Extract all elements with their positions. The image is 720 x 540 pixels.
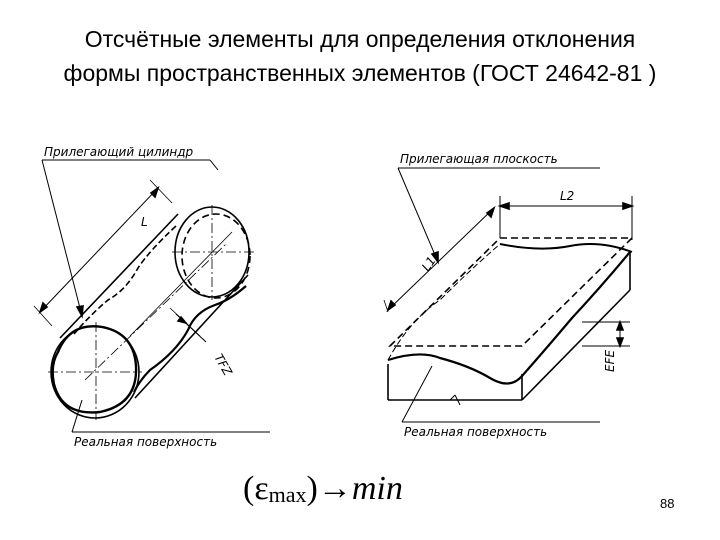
cylinder-side-top — [59, 213, 179, 339]
formula-open-paren: ( — [243, 470, 255, 507]
cylinder-dim-tolerance: TFZ — [211, 352, 235, 379]
cylinder-top-adjacent — [181, 213, 251, 299]
title-line-2: формы пространственных элементов (ГОСТ 2… — [63, 60, 657, 86]
cylinder-figure — [33, 159, 270, 433]
formula-result: min — [351, 470, 403, 507]
formula-arrow: → — [317, 470, 352, 507]
plane-dim-tolerance: EFE — [603, 350, 617, 372]
cylinder-side-bottom — [134, 274, 249, 399]
cylinder-real-label: Реальная поверхность — [74, 435, 217, 449]
cylinder-dim-length: L — [141, 215, 148, 229]
slide-title: Отсчётные элементы для определения откло… — [0, 22, 720, 90]
formula-subscript: max — [268, 482, 307, 507]
title-line-1: Отсчётные элементы для определения откло… — [84, 26, 636, 52]
plane-dim-l2: L2 — [560, 189, 574, 203]
plane-real-label: Реальная поверхность — [404, 425, 547, 439]
cylinder-real-profile — [51, 325, 138, 414]
page-number: 88 — [660, 496, 675, 511]
plane-adjacent-label: Прилегающая плоскость — [400, 152, 558, 166]
formula: (εmax)→min — [243, 470, 403, 508]
plane-figure — [383, 167, 635, 423]
formula-close-paren: ) — [306, 470, 318, 507]
plane-dim-l1: L1 — [419, 254, 439, 274]
formula-epsilon: ε — [254, 470, 269, 507]
cylinder-adjacent-label: Прилегающий цилиндр — [44, 145, 194, 159]
